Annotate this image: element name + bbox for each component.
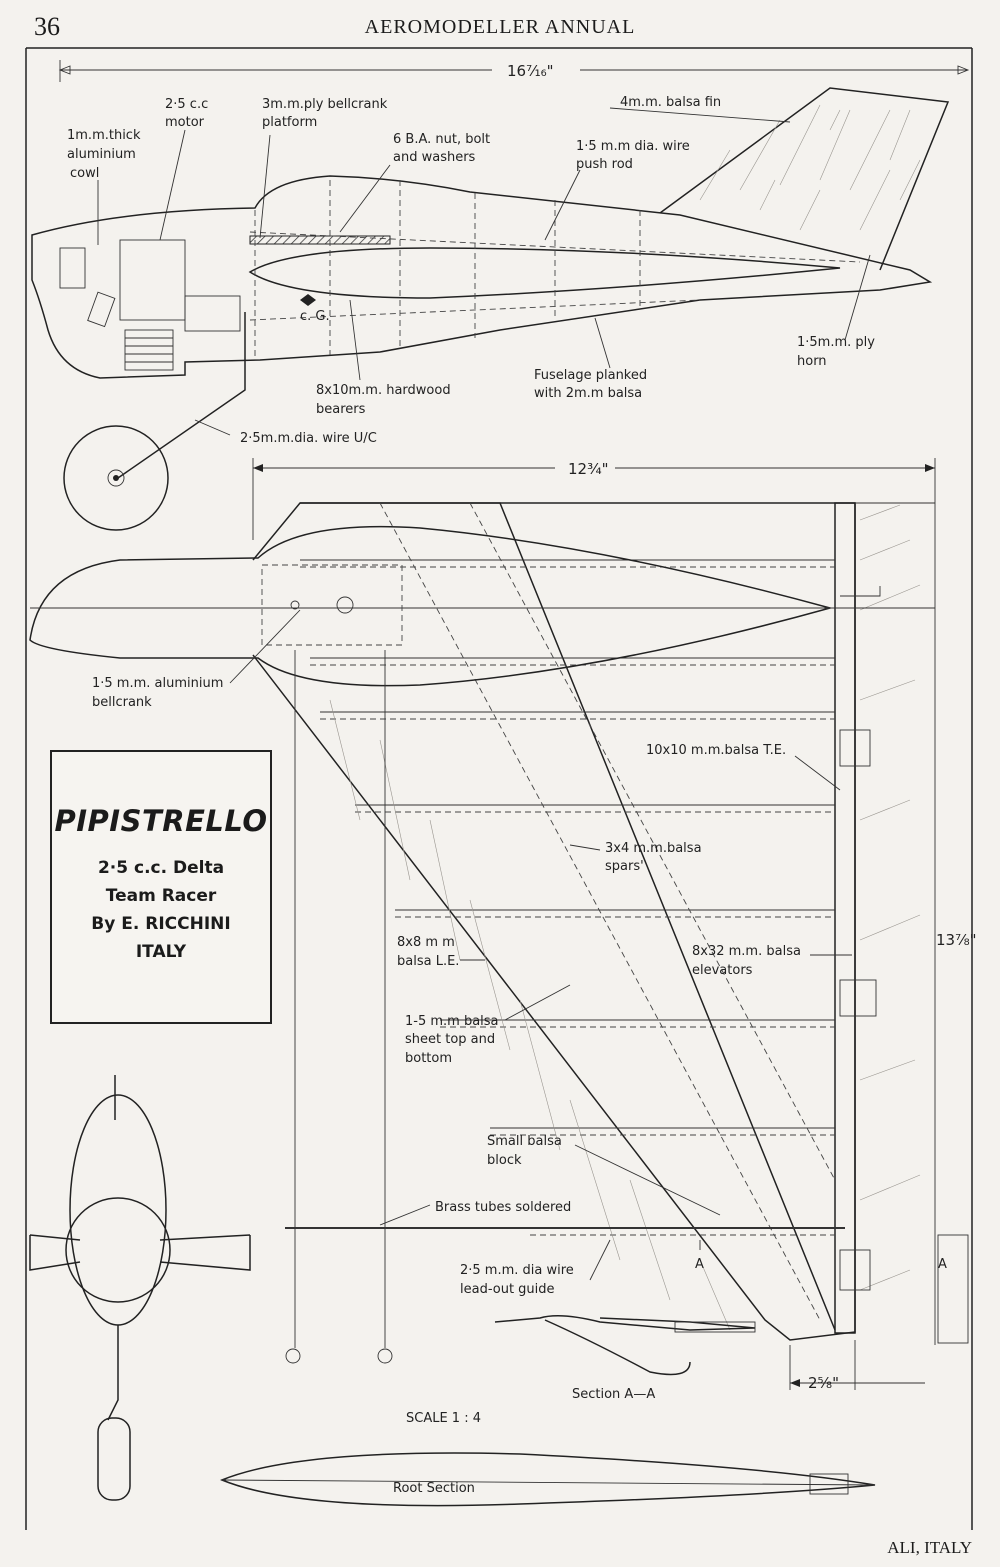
running-head: AEROMODELLER ANNUAL xyxy=(364,16,636,38)
dim-overall-length: 16⁷⁄₁₆" xyxy=(507,62,554,80)
label-platform-2: platform xyxy=(262,115,317,130)
hinge-blocks xyxy=(839,729,877,1291)
wheel-front xyxy=(97,1417,131,1501)
wheel xyxy=(63,425,169,531)
fin-side xyxy=(659,87,950,271)
label-motor-2: motor xyxy=(165,115,205,130)
label-sheet-3: bottom xyxy=(405,1051,452,1066)
title-line-1: 2·5 c.c. Delta xyxy=(97,858,225,878)
label-fin: 4m.m. balsa fin xyxy=(620,95,721,110)
label-brass: Brass tubes soldered xyxy=(435,1200,571,1215)
root-section: Root Section xyxy=(220,1452,876,1507)
dim-wing-span: 12³⁄₄" xyxy=(568,460,609,478)
label-bearers-1: 8x10m.m. hardwood xyxy=(316,383,451,398)
label-scale: SCALE 1 : 4 xyxy=(406,1411,481,1426)
label-block-1: Small balsa xyxy=(487,1134,562,1149)
label-sheet-2: sheet top and xyxy=(405,1032,495,1047)
dim-tip-chord: 2⁵⁄₈" xyxy=(808,1374,839,1392)
label-fuselage-2: with 2m.m balsa xyxy=(534,386,642,401)
label-bellcrank-1: 1·5 m.m. aluminium xyxy=(92,676,223,691)
span-dimension xyxy=(252,458,936,1345)
label-cowl-2: aluminium xyxy=(67,147,136,162)
undercarriage xyxy=(117,312,246,479)
side-view: 1m.m.thick aluminium cowl 2·5 c.c motor … xyxy=(31,60,970,531)
label-sheet-1: 1-5 m.m balsa xyxy=(405,1014,499,1029)
label-le-2: balsa L.E. xyxy=(397,954,459,969)
length-dimension xyxy=(58,60,970,82)
credit: ALI, ITALY xyxy=(887,1538,972,1557)
label-section-mark-left: A xyxy=(695,1257,704,1272)
title-line-3: By E. RICCHINI xyxy=(91,914,231,934)
label-platform-1: 3m.m.ply bellcrank xyxy=(262,97,388,112)
front-view xyxy=(29,1075,251,1501)
label-le-1: 8x8 m m xyxy=(397,935,455,950)
label-te: 10x10 m.m.balsa T.E. xyxy=(646,743,786,758)
label-elevators-2: elevators xyxy=(692,963,753,978)
label-horn-2: horn xyxy=(797,354,827,369)
label-fuselage-1: Fuselage planked xyxy=(534,368,647,383)
label-cowl-1: 1m.m.thick xyxy=(67,128,141,143)
title-box: PIPISTRELLO 2·5 c.c. Delta Team Racer By… xyxy=(50,750,272,1024)
motor xyxy=(59,239,241,371)
label-block-2: block xyxy=(487,1153,522,1168)
label-motor-1: 2·5 c.c xyxy=(165,97,208,112)
label-spars-2: spars' xyxy=(605,859,644,874)
label-pushrod-2: push rod xyxy=(576,157,633,172)
label-pushrod-1: 1·5 m.m dia. wire xyxy=(576,139,690,154)
label-nut-2: and washers xyxy=(393,150,476,165)
section-aa: Section A—A xyxy=(494,1315,756,1402)
fuselage-side xyxy=(31,175,933,379)
dim-wing-chord: 13⁷⁄₈" xyxy=(936,931,977,949)
label-bearers-2: bearers xyxy=(316,402,366,417)
label-uc: 2·5m.m.dia. wire U/C xyxy=(240,431,377,446)
label-spars-1: 3x4 m.m.balsa xyxy=(605,841,702,856)
label-horn-1: 1·5m.m. ply xyxy=(797,335,875,350)
label-section-aa: Section A—A xyxy=(572,1387,655,1402)
fuselage-plan xyxy=(29,525,833,687)
model-name: PIPISTRELLO xyxy=(54,804,268,838)
label-leadout-2: lead-out guide xyxy=(460,1282,555,1297)
label-nut-1: 6 B.A. nut, bolt xyxy=(393,132,490,147)
label-cg: c. G. xyxy=(300,309,330,324)
title-line-2: Team Racer xyxy=(105,886,217,906)
label-elevators-1: 8x32 m.m. balsa xyxy=(692,944,801,959)
page-number: 36 xyxy=(34,12,60,41)
label-leadout-1: 2·5 m.m. dia wire xyxy=(460,1263,574,1278)
plan-view: 1·5 m.m. aluminium bellcrank 10x10 m.m.b… xyxy=(29,458,969,1390)
page-border xyxy=(25,47,973,1530)
label-root-section: Root Section xyxy=(393,1481,475,1496)
label-section-mark-right: A xyxy=(938,1257,947,1272)
label-bellcrank-2: bellcrank xyxy=(92,695,152,710)
title-line-4: ITALY xyxy=(135,942,187,962)
label-cowl-3: cowl xyxy=(70,166,99,181)
